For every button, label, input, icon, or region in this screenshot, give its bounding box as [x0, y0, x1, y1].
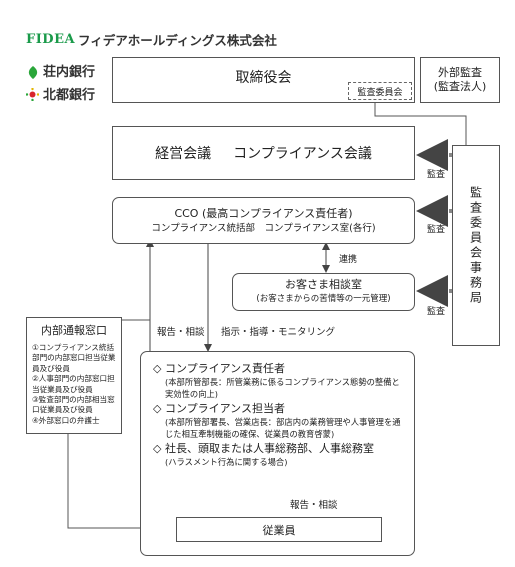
- external-audit-box: 外部監査 (監査法人): [420, 57, 500, 103]
- compliance-meeting-label: コンプライアンス会議: [233, 146, 372, 162]
- employees-box: 従業員: [176, 517, 382, 542]
- role-desc: (本部所管部長：所管業務に係るコンプライアンス態勢の整備と実効性の向上): [165, 377, 400, 399]
- employee-report-label: 報告・相談: [290, 500, 338, 511]
- external-audit-sublabel: (監査法人): [433, 80, 487, 93]
- whistle-item: ②人事部門の内部窓口担当従業員及び役員: [32, 374, 115, 394]
- board-label: 取締役会: [235, 70, 292, 86]
- shonai-bank-icon: [27, 64, 39, 79]
- audit-committee-line: [374, 103, 467, 145]
- customer-room-label: お客さま相談室: [285, 278, 362, 291]
- hokuto-bank-name: 北都銀行: [43, 88, 96, 103]
- role-title: ◇ 社長、頭取または人事総務部、人事総務室: [153, 442, 374, 455]
- whistle-item: ④外部窓口の弁護士: [32, 415, 100, 425]
- audit-office-label: 監査委員会事務局: [468, 185, 483, 306]
- cco-departments: コンプライアンス統括部 コンプライアンス室(各行): [151, 222, 376, 234]
- whistle-title: 内部通報窓口: [41, 324, 107, 337]
- meeting-box: 経営会議 コンプライアンス会議: [112, 126, 415, 180]
- customer-room-sublabel: (お客さまからの苦情等の一元管理): [256, 294, 391, 304]
- role-title: ◇ コンプライアンス担当者: [153, 402, 285, 415]
- board-box: 取締役会 監査委員会: [112, 57, 415, 103]
- instruction-label: 指示・指導・モニタリング: [221, 327, 336, 338]
- audit-label-2: 監査: [427, 225, 446, 235]
- link-label: 連携: [339, 255, 358, 265]
- report-label: 報告・相談: [157, 327, 205, 338]
- mgmt-meeting-label: 経営会議: [155, 146, 212, 162]
- whistle-box: 内部通報窓口 ①コンプライアンス統括部門の内部窓口担当従業員及び役員 ②人事部門…: [26, 317, 122, 434]
- external-audit-label: 外部監査: [438, 66, 482, 79]
- customer-room-box: お客さま相談室 (お客さまからの苦情等の一元管理): [232, 273, 415, 311]
- audit-label-1: 監査: [427, 170, 446, 180]
- audit-committee-box: 監査委員会: [348, 82, 412, 100]
- whistle-item: ①コンプライアンス統括部門の内部窓口担当従業員及び役員: [32, 343, 116, 373]
- whistle-item: ③監査部門の内部相当窓口従業員及び役員: [32, 395, 115, 415]
- role-title: ◇ コンプライアンス責任者: [153, 362, 285, 375]
- cco-box: CCO (最高コンプライアンス責任者) コンプライアンス統括部 コンプライアンス…: [112, 197, 415, 244]
- company-name: フィデアホールディングス株式会社: [78, 33, 277, 48]
- audit-label-3: 監査: [427, 307, 446, 317]
- audit-office-box: 監査委員会事務局: [452, 145, 500, 346]
- shonai-bank-name: 荘内銀行: [43, 65, 96, 80]
- fidea-logo: FIDEA: [26, 32, 76, 47]
- cco-title: CCO (最高コンプライアンス責任者): [174, 206, 353, 220]
- hokuto-bank-icon: [25, 86, 40, 102]
- role-desc: (ハラスメント行為に関する場合): [165, 457, 288, 467]
- role-desc: (本部所管部署長、営業店長：部店内の業務管理や人事管理を通じた相互牽制機能の確保…: [165, 417, 401, 439]
